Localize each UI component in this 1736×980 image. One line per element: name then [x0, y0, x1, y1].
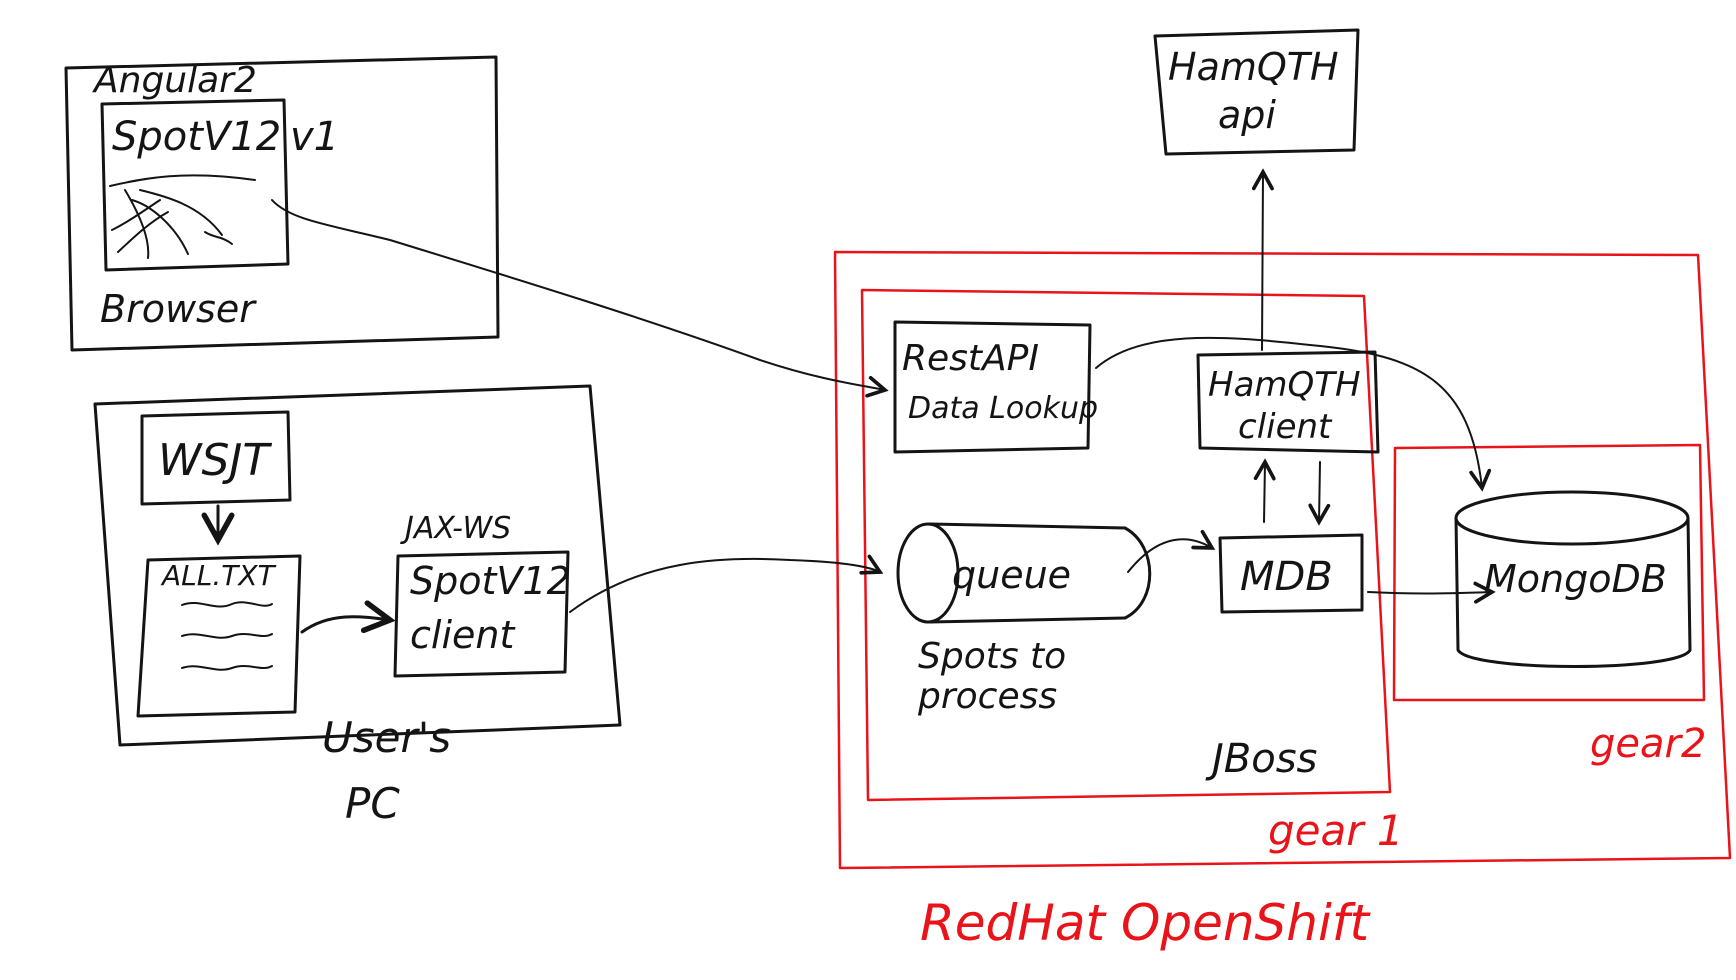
connections [271, 172, 1492, 613]
pc-label: PC [345, 779, 400, 828]
mdb-to-client-arrow [1264, 462, 1265, 523]
mongodb-cylinder [1454, 490, 1692, 668]
browser-frame [64, 55, 500, 352]
client-to-queue-arrow [569, 559, 880, 613]
restapi-to-mongodb-arrow [1095, 336, 1482, 488]
wsjt-label: WSJT [158, 435, 272, 486]
user-pc-frame [93, 384, 622, 747]
hamqth-client-label-line2: client [1238, 407, 1333, 447]
openshift-group: RedHat OpenShift gear 1 gear2 JBoss Rest… [833, 250, 1732, 952]
mdb-box [1218, 533, 1364, 614]
client-label-line1: SpotV12 [410, 559, 571, 603]
file-text-line [181, 665, 273, 671]
angular2-label: Angular2 [92, 60, 257, 101]
gear1-label: gear 1 [1268, 806, 1404, 855]
browser-group: Angular2 SpotV12 v1 Browser [64, 55, 500, 352]
hamqth-api-label-line2: api [1218, 93, 1276, 137]
user-pc-group: WSJT ALL.TXT JAX-WS SpotV12 client User'… [93, 384, 622, 828]
browser-to-restapi-arrow [271, 199, 885, 390]
queue-to-mdb-arrow [1127, 539, 1212, 573]
users-label: User's [322, 713, 451, 762]
file-text-line [181, 601, 273, 608]
wsjt-box [140, 410, 292, 506]
restapi-label-line2: Data Lookup [908, 391, 1098, 426]
restapi-label-line1: RestAPI [902, 338, 1039, 379]
openshift-label: RedHat OpenShift [920, 894, 1371, 952]
version-label: v1 [290, 114, 339, 160]
queue-label: queue [952, 553, 1071, 597]
hamqth-api-group: HamQTH api [1153, 28, 1360, 156]
queue-cylinder [896, 522, 1152, 624]
queue-caption-line2: process [917, 676, 1057, 717]
mdb-to-mongodb-arrow [1367, 592, 1492, 594]
file-text-line [181, 633, 273, 639]
mdb-label: MDB [1240, 554, 1333, 600]
client-label-line2: client [410, 613, 516, 657]
hamqth-client-label-line1: HamQTH [1208, 365, 1361, 405]
file-to-client-arrow [300, 617, 390, 634]
all-txt-label: ALL.TXT [160, 559, 277, 592]
jboss-label: JBoss [1205, 736, 1317, 782]
restapi-box [893, 320, 1092, 454]
queue-caption-line1: Spots to [918, 636, 1066, 677]
map-sketch-icon [109, 174, 256, 259]
jboss-gear1-frame [860, 288, 1392, 802]
hamqth-api-label-line1: HamQTH [1168, 45, 1339, 89]
mongodb-label: MongoDB [1484, 557, 1667, 601]
spotv12-app-window [100, 98, 290, 272]
gear2-label: gear2 [1590, 721, 1706, 767]
gear2-frame [1392, 443, 1706, 702]
browser-label: Browser [100, 287, 257, 331]
spotv12-client-box [393, 550, 570, 678]
openshift-frame [833, 250, 1732, 870]
hamqth-api-box [1153, 28, 1360, 156]
client-to-mdb-arrow [1319, 461, 1320, 522]
jax-ws-label: JAX-WS [400, 511, 511, 546]
hamqth-client-box [1196, 350, 1380, 454]
spotv12-app-label: SpotV12 [112, 114, 281, 160]
client-to-api-arrow [1262, 172, 1263, 351]
all-txt-file [136, 554, 302, 718]
